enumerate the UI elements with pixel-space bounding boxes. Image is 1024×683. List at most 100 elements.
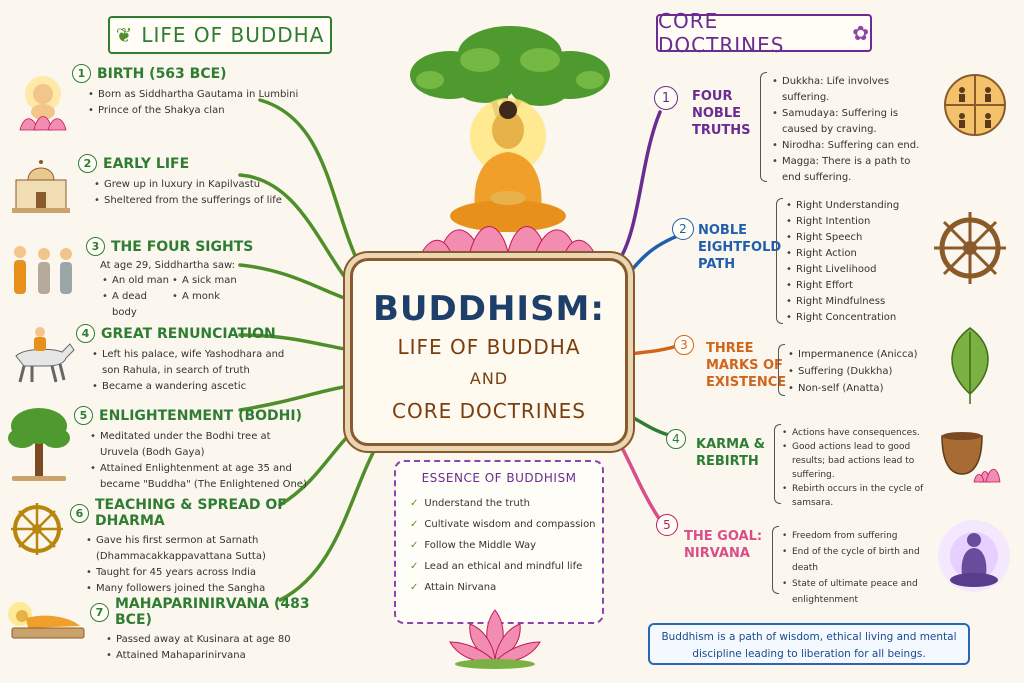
list-item: Right Effort (784, 278, 924, 294)
step-number: 4 (76, 324, 95, 343)
list-item: Born as Siddhartha Gautama in Lumbini (86, 87, 332, 103)
karma-list: Actions have consequences. Good actions … (780, 426, 930, 510)
check-icon: ✓ (410, 519, 419, 530)
doctrine-noble-eightfold-path: 2 (672, 218, 700, 240)
doctrine-goal-nirvana: 5 (656, 514, 684, 536)
dharma-wheel-icon (932, 210, 1008, 290)
center-line-3: CORE DOCTRINES (391, 399, 586, 423)
bodhi-leaf-icon (940, 324, 1000, 412)
list-item: Suffering (Dukkha) (786, 363, 926, 380)
list-item: Right Action (784, 246, 924, 262)
title-line: REBIRTH (696, 454, 759, 469)
section-title: TEACHING & SPREAD OF DHARMA (95, 497, 287, 529)
list-item: Prince of the Shakya clan (86, 103, 332, 119)
list-item: Meditated under the Bodhi tree at Uruvel… (88, 429, 308, 461)
lotus-flower-icon (449, 609, 541, 669)
banner-right-text: CORE DOCTRINES (658, 9, 785, 57)
step-number: 2 (78, 154, 97, 173)
brace (760, 72, 767, 182)
center-line-1: LIFE OF BUDDHA (397, 335, 581, 359)
baby-on-lotus-icon (12, 72, 74, 142)
list-item: Actions have consequences. (780, 426, 930, 440)
branch-marks (622, 343, 682, 357)
reclining-buddha-icon (8, 596, 88, 650)
brace (772, 526, 779, 594)
list-item: ✓Lead an ethical and mindful life (410, 556, 602, 577)
doctrine-three-marks: 3 (674, 334, 700, 355)
list-item: ✓ Follow the Middle Way (410, 535, 602, 556)
eightfold-path-list: Right Understanding Right Intention Righ… (784, 198, 924, 326)
step-number: 3 (86, 237, 105, 256)
title-line: PATH (698, 257, 736, 272)
list-item: Freedom from suffering (780, 528, 930, 544)
buddha-under-bodhi-tree-illustration (410, 26, 610, 263)
list-item: A sick man (170, 273, 250, 289)
check-icon: ✓ (410, 540, 419, 551)
list-item: Nirodha: Suffering can end. (770, 138, 930, 154)
step-number: 1 (654, 86, 678, 110)
title-line: EIGHTFOLD (698, 240, 782, 255)
list-item: Attained Enlightenment at age 35 and bec… (88, 461, 308, 493)
bodhi-tree-small-icon (6, 402, 72, 488)
horse-rider-icon (6, 322, 78, 390)
section-title: GREAT RENUNCIATION (101, 325, 276, 342)
doctrine-title-four-noble-truths: FOUR NOBLE TRUTHS (692, 88, 751, 139)
doctrine-four-noble-truths: 1 (654, 86, 684, 110)
list-item: An old man (100, 273, 170, 289)
center-title: BUDDHISM: (373, 289, 605, 329)
list-item: Right Speech (784, 230, 924, 246)
three-marks-list: Impermanence (Anicca) Suffering (Dukkha)… (786, 346, 926, 397)
list-item: Right Intention (784, 214, 924, 230)
life-section-great-renunciation: 4 GREAT RENUNCIATION Left his palace, wif… (76, 324, 326, 395)
step-number: 5 (74, 406, 93, 425)
essence-of-buddhism-box: ESSENCE OF BUDDHISM ✓Understand the trut… (394, 460, 604, 624)
section-title: BIRTH (563 BCE) (97, 65, 227, 82)
banner-life-of-buddha: ❦ LIFE OF BUDDHA (108, 16, 332, 54)
list-item: Samudaya: Suffering is caused by craving… (770, 106, 930, 138)
doctrine-title-noble-eightfold-path: NOBLE EIGHTFOLD PATH (698, 222, 781, 273)
list-item: Right Mindfulness (784, 294, 924, 310)
list-item: Many followers joined the Sangha (84, 581, 304, 597)
step-number: 4 (666, 429, 686, 449)
title-line: EXISTENCE (706, 375, 787, 390)
list-item: ✓ Cultivate wisdom and compassion (410, 514, 602, 535)
essence-item: Cultivate wisdom and compassion (424, 519, 596, 530)
list-item: Left his palace, wife Yashodhara and son… (90, 347, 290, 379)
buddha-figure-icon (450, 101, 566, 232)
check-icon: ✓ (410, 582, 419, 593)
summary-note: Buddhism is a path of wisdom, ethical li… (648, 623, 970, 665)
branch-enlightenment (238, 383, 357, 412)
title-line: NOBLE (698, 223, 748, 238)
step-number: 1 (72, 64, 91, 83)
list-item: A dead body (100, 289, 170, 321)
list-item: A monk (170, 289, 250, 305)
brace (776, 198, 783, 324)
title-line: KARMA & (696, 437, 766, 452)
list-item: Right Livelihood (784, 262, 924, 278)
essence-item: Attain Nirvana (424, 582, 497, 593)
branch-renunciation (238, 333, 352, 352)
list-item: Rebirth occurs in the cycle of samsara. (780, 482, 930, 510)
essence-title: ESSENCE OF BUDDHISM (421, 471, 577, 485)
nirvana-list: Freedom from suffering End of the cycle … (780, 528, 930, 608)
life-section-early-life: 2 EARLY LIFE Grew up in luxury in Kapilva… (78, 154, 328, 209)
list-item: Grew up in luxury in Kapilvastu (92, 177, 328, 193)
doctrine-title-three-marks: THREE MARKS OF EXISTENCE (706, 340, 786, 391)
four-noble-truths-list: Dukkha: Life involves suffering. Samuday… (770, 74, 930, 186)
section-title: EARLY LIFE (103, 155, 190, 172)
life-section-birth: 1 BIRTH (563 BCE) Born as Siddhartha Gaut… (72, 64, 332, 119)
dharma-wheel-icon (8, 500, 66, 562)
check-icon: ✓ (410, 498, 419, 509)
essence-item: Follow the Middle Way (424, 540, 537, 551)
title-line: FOUR (692, 89, 733, 104)
list-item: Sheltered from the sufferings of life (92, 193, 328, 209)
list-item: Passed away at Kusinara at age 80 (104, 632, 350, 648)
branch-sights (238, 263, 352, 302)
essence-item: Lead an ethical and mindful life (424, 561, 583, 572)
list-item: End of the cycle of birth and death (780, 544, 930, 576)
list-item: Right Concentration (784, 310, 924, 326)
